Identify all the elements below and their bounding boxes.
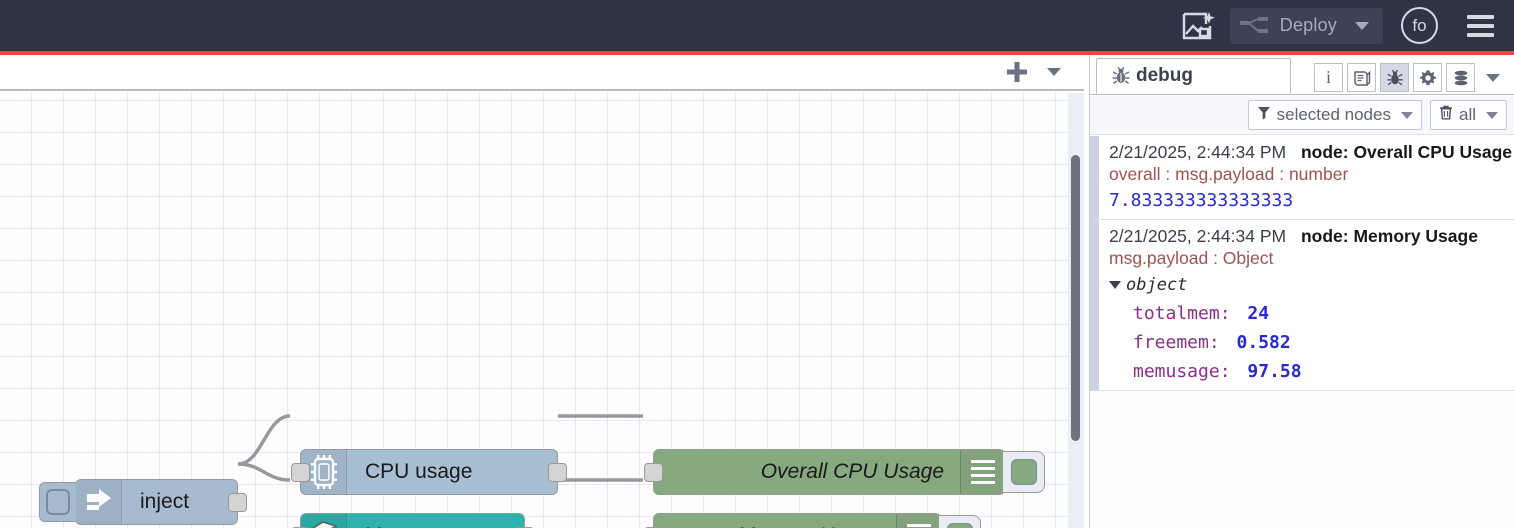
debug-clear-button[interactable]: all bbox=[1429, 100, 1507, 130]
deploy-icon bbox=[1239, 15, 1268, 37]
avatar[interactable]: fo bbox=[1401, 7, 1438, 44]
deploy-label: Deploy bbox=[1279, 15, 1337, 35]
bug-icon bbox=[1111, 66, 1131, 86]
avatar-initials: fo bbox=[1412, 15, 1427, 35]
sidebar-more-chevron-down-icon[interactable] bbox=[1479, 64, 1507, 92]
debug-object-property: totalmem: 24 bbox=[1133, 303, 1507, 324]
context-data-icon[interactable] bbox=[1446, 63, 1475, 92]
plus-icon[interactable] bbox=[1000, 57, 1034, 87]
debug-message-row[interactable]: 2/21/2025, 2:44:34 PM node: Overall CPU … bbox=[1090, 136, 1514, 220]
node-debug-memory-toggle-button[interactable] bbox=[939, 515, 981, 528]
expand-triangle-icon[interactable] bbox=[1109, 281, 1121, 289]
debug-object-property: freemem: 0.582 bbox=[1133, 332, 1507, 353]
debug-topic: msg.payload : Object bbox=[1109, 248, 1274, 268]
sidebar: debug i bbox=[1089, 55, 1514, 528]
property-key: freemem: bbox=[1133, 332, 1220, 353]
help-book-icon[interactable] bbox=[1347, 63, 1376, 92]
debug-toolbar: selected nodes all bbox=[1090, 96, 1514, 135]
debug-message-row[interactable]: 2/21/2025, 2:44:34 PM node: Memory Usage… bbox=[1090, 220, 1514, 391]
debug-clear-label: all bbox=[1458, 105, 1476, 124]
debug-message-list[interactable]: 2/21/2025, 2:44:34 PM node: Overall CPU … bbox=[1090, 136, 1514, 528]
property-key: memusage: bbox=[1133, 361, 1231, 382]
debug-lines-icon bbox=[896, 514, 940, 528]
node-inject-label: inject bbox=[140, 490, 190, 513]
chevron-down-icon bbox=[1400, 111, 1413, 119]
menu-bar-2 bbox=[1466, 23, 1494, 28]
debug-lines-icon bbox=[960, 450, 1004, 494]
debug-object-property: memusage: 97.58 bbox=[1133, 361, 1507, 382]
debug-bug-icon[interactable] bbox=[1380, 63, 1409, 92]
node-inject[interactable]: inject bbox=[39, 479, 247, 525]
header-accent-bar bbox=[0, 51, 1514, 55]
chevron-down-icon bbox=[1486, 111, 1498, 119]
canvas-scrollbar-thumb[interactable] bbox=[1071, 155, 1080, 441]
node-cpu-input-port[interactable] bbox=[291, 463, 310, 482]
flow-canvas[interactable]: inject CPU usage bbox=[0, 93, 1068, 528]
debug-object-root[interactable]: object bbox=[1109, 275, 1507, 295]
tab-debug[interactable]: debug bbox=[1096, 58, 1291, 94]
node-debug-memory-label: Memory Usage bbox=[738, 524, 880, 528]
debug-payload-value: 7.833333333333333 bbox=[1109, 190, 1294, 211]
trash-icon bbox=[1439, 105, 1453, 125]
node-debug-cpu-input-port[interactable] bbox=[644, 463, 663, 482]
info-icon[interactable]: i bbox=[1314, 63, 1343, 92]
property-value: 97.58 bbox=[1247, 361, 1302, 382]
deploy-caret-icon[interactable] bbox=[1355, 21, 1369, 30]
sidebar-tab-bar: debug i bbox=[1090, 55, 1514, 95]
debug-enabled-indicator bbox=[1010, 459, 1037, 485]
debug-enabled-indicator bbox=[946, 523, 973, 528]
hamburger-menu-icon[interactable] bbox=[1460, 6, 1500, 46]
server-box-icon bbox=[301, 514, 347, 528]
inject-trigger-button[interactable] bbox=[39, 482, 76, 522]
flow-tab-bar bbox=[0, 55, 1084, 91]
sidebar-icon-group: i bbox=[1314, 63, 1514, 92]
node-cpu-usage[interactable]: CPU usage bbox=[291, 449, 567, 495]
inject-knob-icon bbox=[46, 489, 70, 515]
node-memory-label: Memory bbox=[365, 524, 441, 528]
property-value: 0.582 bbox=[1236, 332, 1291, 353]
debug-topic: overall : msg.payload : number bbox=[1109, 164, 1349, 184]
menu-bar-3 bbox=[1466, 32, 1494, 37]
tab-menu-caret bbox=[1047, 68, 1061, 76]
debug-source-node: node: Memory Usage bbox=[1300, 226, 1478, 246]
debug-filter-button[interactable]: selected nodes bbox=[1247, 100, 1422, 130]
arrow-right-icon bbox=[76, 480, 122, 524]
tab-debug-label: debug bbox=[1136, 65, 1193, 86]
chevron-down-icon[interactable] bbox=[1034, 57, 1074, 87]
node-debug-cpu-label: Overall CPU Usage bbox=[760, 460, 944, 483]
app-header: Deploy fo bbox=[0, 0, 1514, 51]
node-debug-cpu-toggle-button[interactable] bbox=[1003, 451, 1045, 493]
debug-filter-label: selected nodes bbox=[1276, 105, 1391, 124]
funnel-icon bbox=[1257, 105, 1271, 125]
node-cpu-label: CPU usage bbox=[365, 460, 473, 483]
node-inject-output-port[interactable] bbox=[228, 493, 247, 512]
node-memory[interactable]: Memory bbox=[291, 513, 534, 528]
flow-editor: inject CPU usage bbox=[0, 55, 1084, 528]
debug-source-node: node: Overall CPU Usage bbox=[1300, 142, 1512, 162]
property-value: 24 bbox=[1247, 303, 1270, 324]
node-cpu-output-port[interactable] bbox=[548, 463, 567, 482]
deploy-button[interactable]: Deploy bbox=[1229, 7, 1383, 44]
node-debug-memory-usage[interactable]: Memory Usage bbox=[644, 513, 981, 528]
property-key: totalmem: bbox=[1133, 303, 1231, 324]
debug-timestamp: 2/21/2025, 2:44:34 PM bbox=[1109, 142, 1287, 162]
debug-message-header: 2/21/2025, 2:44:34 PM node: Memory Usage bbox=[1109, 226, 1507, 247]
debug-message-header: 2/21/2025, 2:44:34 PM node: Overall CPU … bbox=[1109, 142, 1512, 163]
menu-bar-1 bbox=[1466, 14, 1494, 19]
node-debug-overall-cpu-usage[interactable]: Overall CPU Usage bbox=[644, 449, 1045, 495]
import-image-icon[interactable] bbox=[1176, 6, 1222, 46]
debug-object-label: object bbox=[1126, 275, 1188, 295]
config-gear-icon[interactable] bbox=[1413, 63, 1442, 92]
debug-timestamp: 2/21/2025, 2:44:34 PM bbox=[1109, 226, 1287, 246]
